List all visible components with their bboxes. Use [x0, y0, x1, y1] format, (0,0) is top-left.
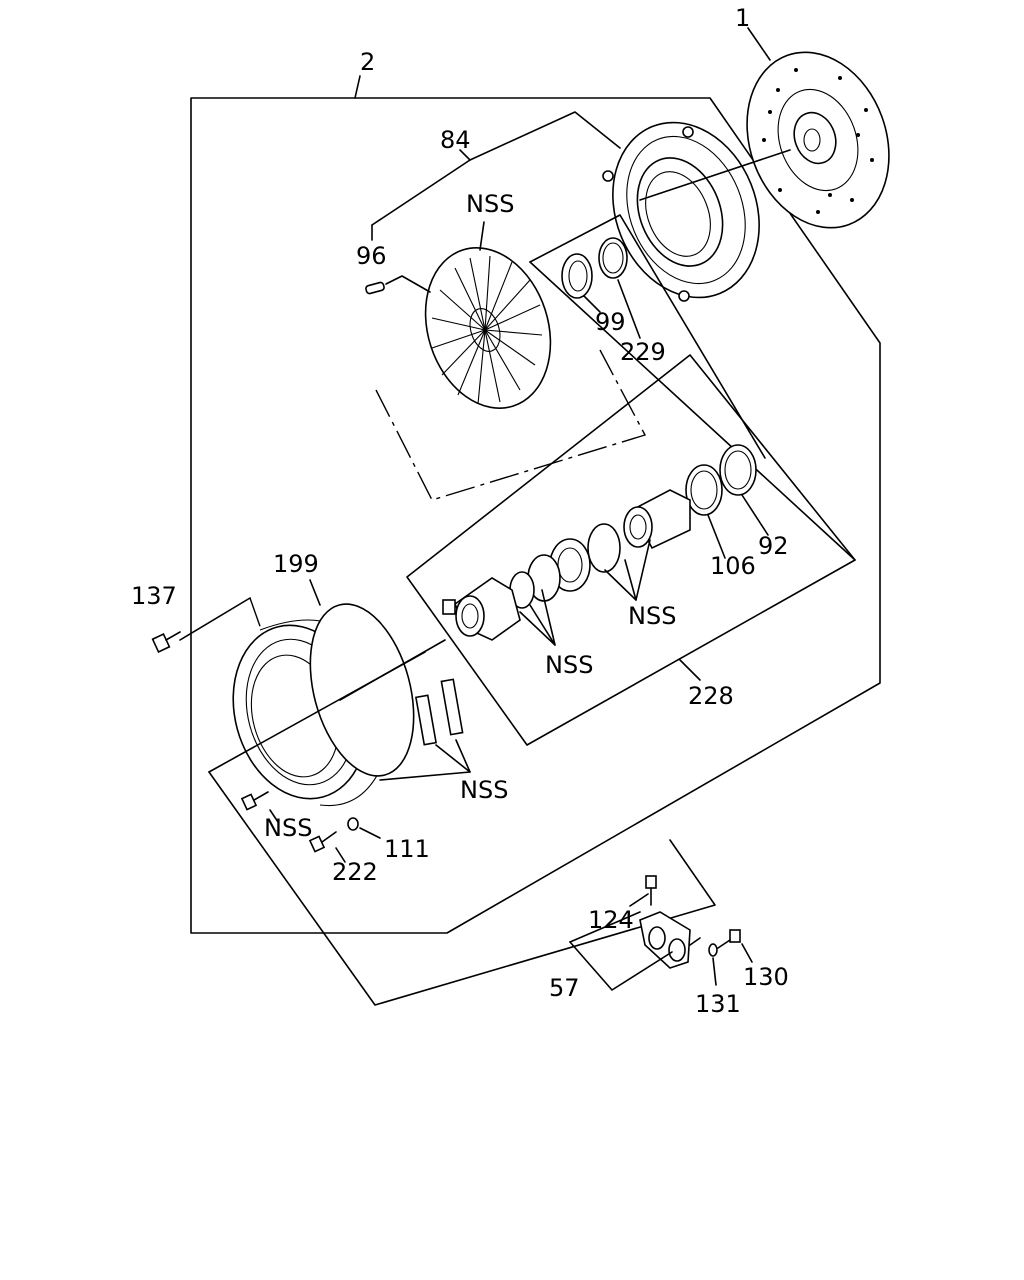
axis-line-top — [639, 149, 791, 201]
leader-137 — [179, 597, 251, 641]
clutch-disc-1 — [746, 51, 890, 229]
label-99: 99 — [595, 308, 626, 336]
label-228: 228 — [688, 682, 734, 710]
leader-99 — [583, 295, 601, 313]
lower-group-box — [208, 771, 716, 1006]
label-199: 199 — [273, 550, 319, 578]
label-nss-housing: NSS — [460, 776, 508, 804]
leader-nss-bolt — [269, 809, 279, 823]
label-57: 57 — [549, 974, 580, 1002]
leader-1 — [747, 27, 771, 61]
leader-fork-link — [689, 937, 701, 946]
label-124: 124 — [588, 906, 634, 934]
washer-131 — [708, 943, 718, 957]
snap-ring-229 — [598, 237, 628, 279]
washer-106 — [685, 464, 723, 516]
leader-nss-housing-b — [455, 739, 471, 773]
label-111: 111 — [384, 835, 430, 863]
leader-229 — [617, 279, 641, 339]
leader-57-top — [569, 911, 641, 943]
label-130: 130 — [743, 963, 789, 991]
leader-130 — [741, 943, 753, 963]
group-228-box — [406, 354, 856, 746]
label-1: 1 — [735, 4, 750, 32]
bearing-sleeve — [623, 489, 691, 550]
group-228-edge — [529, 261, 856, 561]
leader-222 — [335, 847, 346, 863]
label-229: 229 — [620, 338, 666, 366]
label-222: 222 — [332, 858, 378, 886]
leader-nss-disc — [479, 221, 485, 251]
lower-group-top — [208, 651, 426, 773]
pin-96 — [365, 281, 385, 295]
label-137: 137 — [131, 582, 177, 610]
bolt-124 — [645, 875, 657, 906]
assembly-2-boundary — [190, 97, 881, 934]
pressure-plate-cover — [602, 121, 760, 302]
label-nss-bolt: NSS — [264, 814, 312, 842]
leader-92 — [741, 494, 769, 536]
snap-ring-upper — [587, 523, 621, 573]
seal-99 — [561, 253, 593, 299]
release-fork — [639, 911, 691, 969]
label-106: 106 — [710, 552, 756, 580]
diaphragm-spring-disc — [424, 247, 552, 409]
plate-nss-right — [440, 678, 464, 736]
label-nss-disc: NSS — [466, 190, 514, 218]
label-92: 92 — [758, 532, 789, 560]
group-84-bracket — [371, 111, 621, 226]
disc-dashed-box — [375, 349, 647, 501]
leader-nss-top-b — [624, 559, 637, 601]
bolt-nss — [240, 791, 269, 811]
leader-57 — [569, 941, 673, 991]
bolt-130 — [717, 929, 741, 949]
leader-137-dash — [249, 597, 263, 633]
leader-nss-mid-b — [529, 604, 556, 646]
label-2: 2 — [360, 48, 375, 76]
nut-111 — [347, 817, 359, 831]
washer-92 — [719, 444, 757, 496]
leader-228 — [679, 659, 701, 681]
label-96: 96 — [356, 242, 387, 270]
release-bearing-carrier — [442, 577, 521, 641]
leader-111 — [359, 827, 381, 839]
bolt-222 — [308, 831, 337, 853]
leader-84 — [459, 149, 471, 161]
bolt-137 — [151, 631, 181, 653]
leader-131 — [712, 957, 717, 986]
label-nss-bearing-top: NSS — [628, 602, 676, 630]
label-nss-bearing-mid: NSS — [545, 651, 593, 679]
leader-pin-96 — [385, 275, 431, 293]
leader-124 — [629, 893, 649, 907]
label-131: 131 — [695, 990, 741, 1018]
leader-199 — [309, 579, 321, 606]
label-84: 84 — [440, 126, 471, 154]
leader-106 — [707, 514, 726, 559]
group-229-box — [529, 214, 766, 459]
leader-2 — [354, 75, 361, 99]
plate-nss-left — [414, 694, 438, 746]
o-ring-199 — [309, 603, 415, 777]
